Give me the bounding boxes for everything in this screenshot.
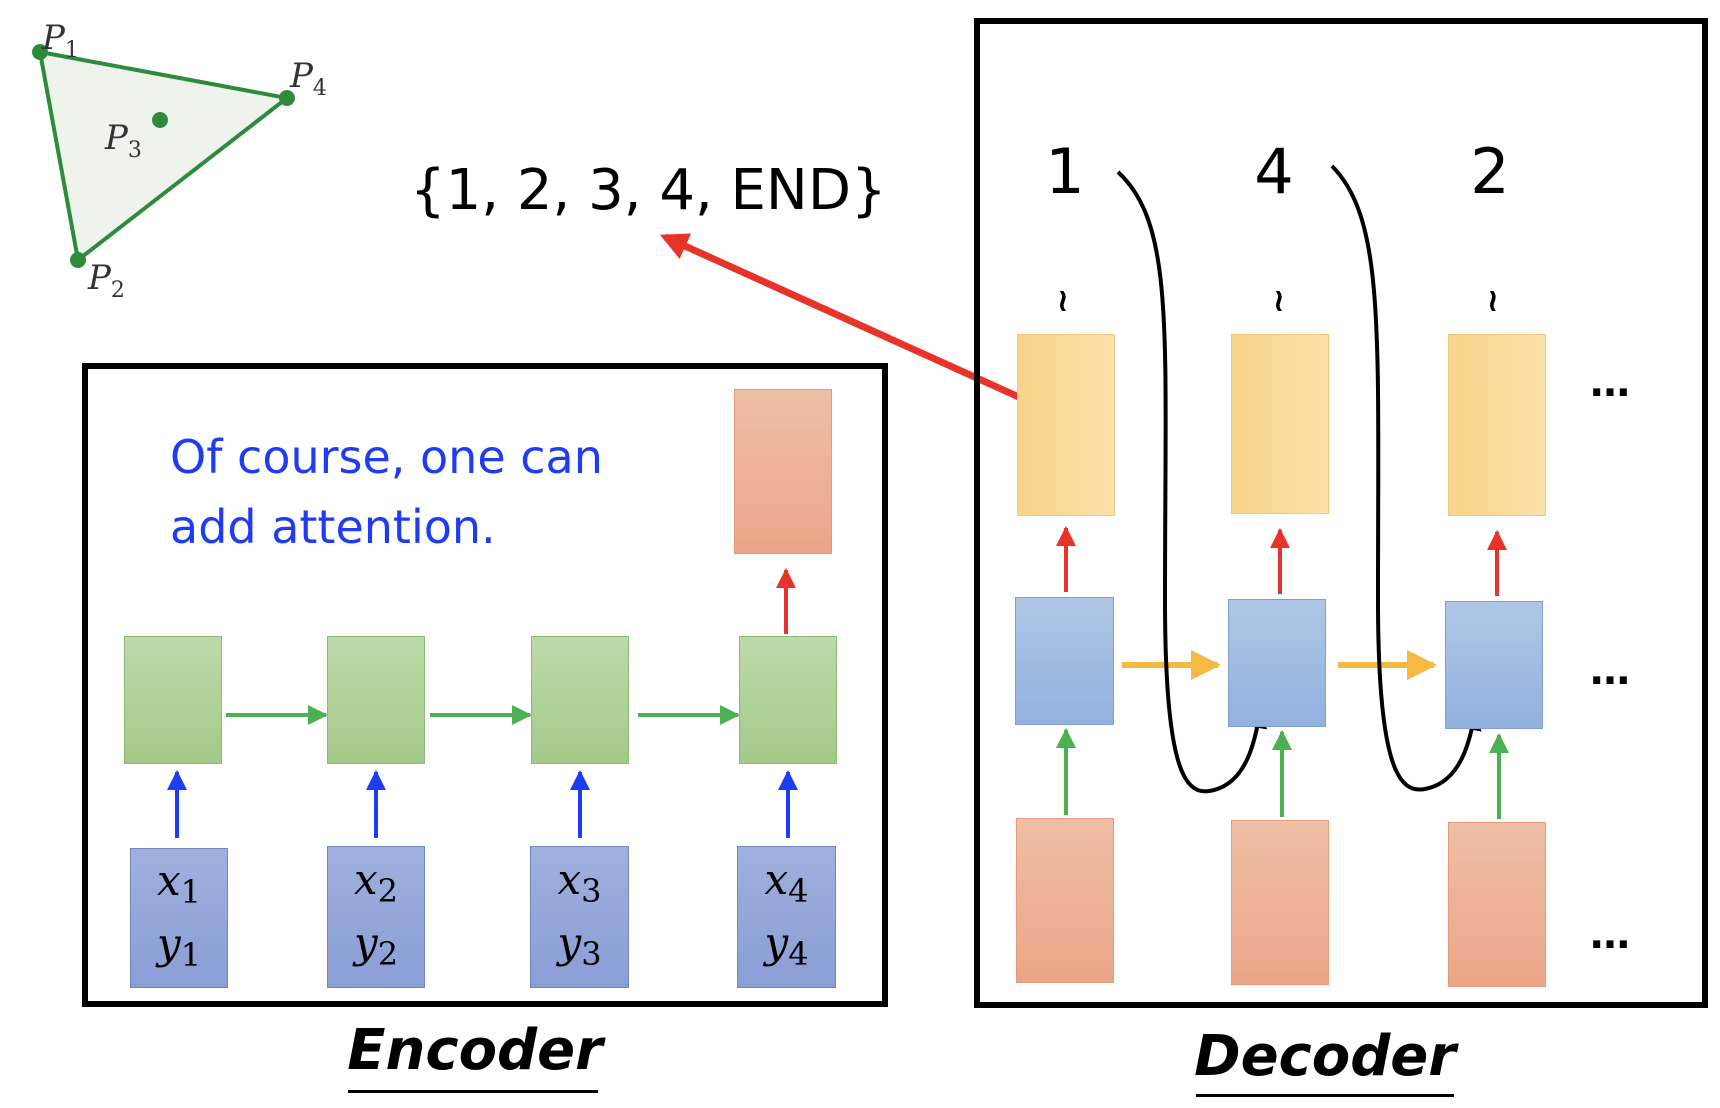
decoder-feedback-curve-1 — [1116, 170, 1268, 794]
point-p1-dot — [32, 44, 48, 60]
decoder-caption: Decoder — [1194, 1024, 1456, 1089]
decoder-input-block-1 — [1016, 818, 1114, 983]
decoder-ellipsis-top: … — [1590, 360, 1632, 406]
convex-hull — [37, 49, 292, 264]
decoder-pointer-block-3 — [1448, 334, 1546, 516]
attention-note: Of course, one can add attention. — [170, 422, 603, 562]
point-label-p4: P4 — [290, 56, 327, 101]
decoder-feedback-curve-2 — [1330, 164, 1482, 792]
decoder-tilde-2: ~ — [1261, 287, 1299, 315]
encoder-hidden-block-3 — [531, 636, 629, 764]
encoder-hidden-block-2 — [327, 636, 425, 764]
point-label-p2: P2 — [88, 258, 125, 303]
decoder-output-token-3: 2 — [1470, 135, 1510, 208]
encoder-hidden-block-1 — [124, 636, 222, 764]
pointer-arrow — [659, 233, 1065, 421]
decoder-hidden-block-2 — [1228, 599, 1326, 727]
point-p2-dot — [70, 252, 86, 268]
decoder-hidden-block-3 — [1445, 601, 1543, 729]
encoder-frame — [82, 363, 888, 1007]
decoder-hidden-block-1 — [1015, 597, 1114, 725]
decoder-ellipsis-bottom: … — [1590, 912, 1632, 958]
decoder-pointer-block-1 — [1017, 334, 1115, 516]
decoder-input-block-2 — [1231, 820, 1329, 985]
encoder-input-block-1: x1 y1 — [130, 848, 228, 988]
decoder-tilde-3: ~ — [1475, 287, 1513, 315]
point-label-p1: P1 — [42, 18, 79, 63]
decoder-ellipsis-middle: … — [1590, 648, 1632, 694]
encoder-caption-underline — [348, 1090, 598, 1093]
encoder-output-block — [734, 389, 832, 554]
encoder-input-block-2: x2 y2 — [327, 846, 425, 988]
point-label-p3: P3 — [105, 118, 142, 163]
decoder-output-token-1: 1 — [1045, 135, 1085, 208]
attention-note-line-1: Of course, one can — [170, 430, 603, 484]
encoder-hidden-block-4 — [739, 636, 837, 764]
decoder-tilde-1: ~ — [1045, 287, 1083, 315]
encoder-caption: Encoder — [347, 1018, 603, 1083]
decoder-frame — [974, 18, 1708, 1008]
point-p3-dot — [152, 112, 168, 128]
decoder-pointer-block-2 — [1231, 334, 1329, 514]
encoder-input-block-4: x4 y4 — [737, 846, 836, 988]
output-sequence: {1, 2, 3, 4, END} — [410, 158, 887, 223]
encoder-input-block-3: x3 y3 — [530, 846, 629, 988]
decoder-caption-underline — [1196, 1094, 1454, 1097]
attention-note-line-2: add attention. — [170, 500, 496, 554]
decoder-output-token-2: 4 — [1254, 135, 1294, 208]
decoder-input-block-3 — [1448, 822, 1546, 987]
point-p4-dot — [279, 90, 295, 106]
